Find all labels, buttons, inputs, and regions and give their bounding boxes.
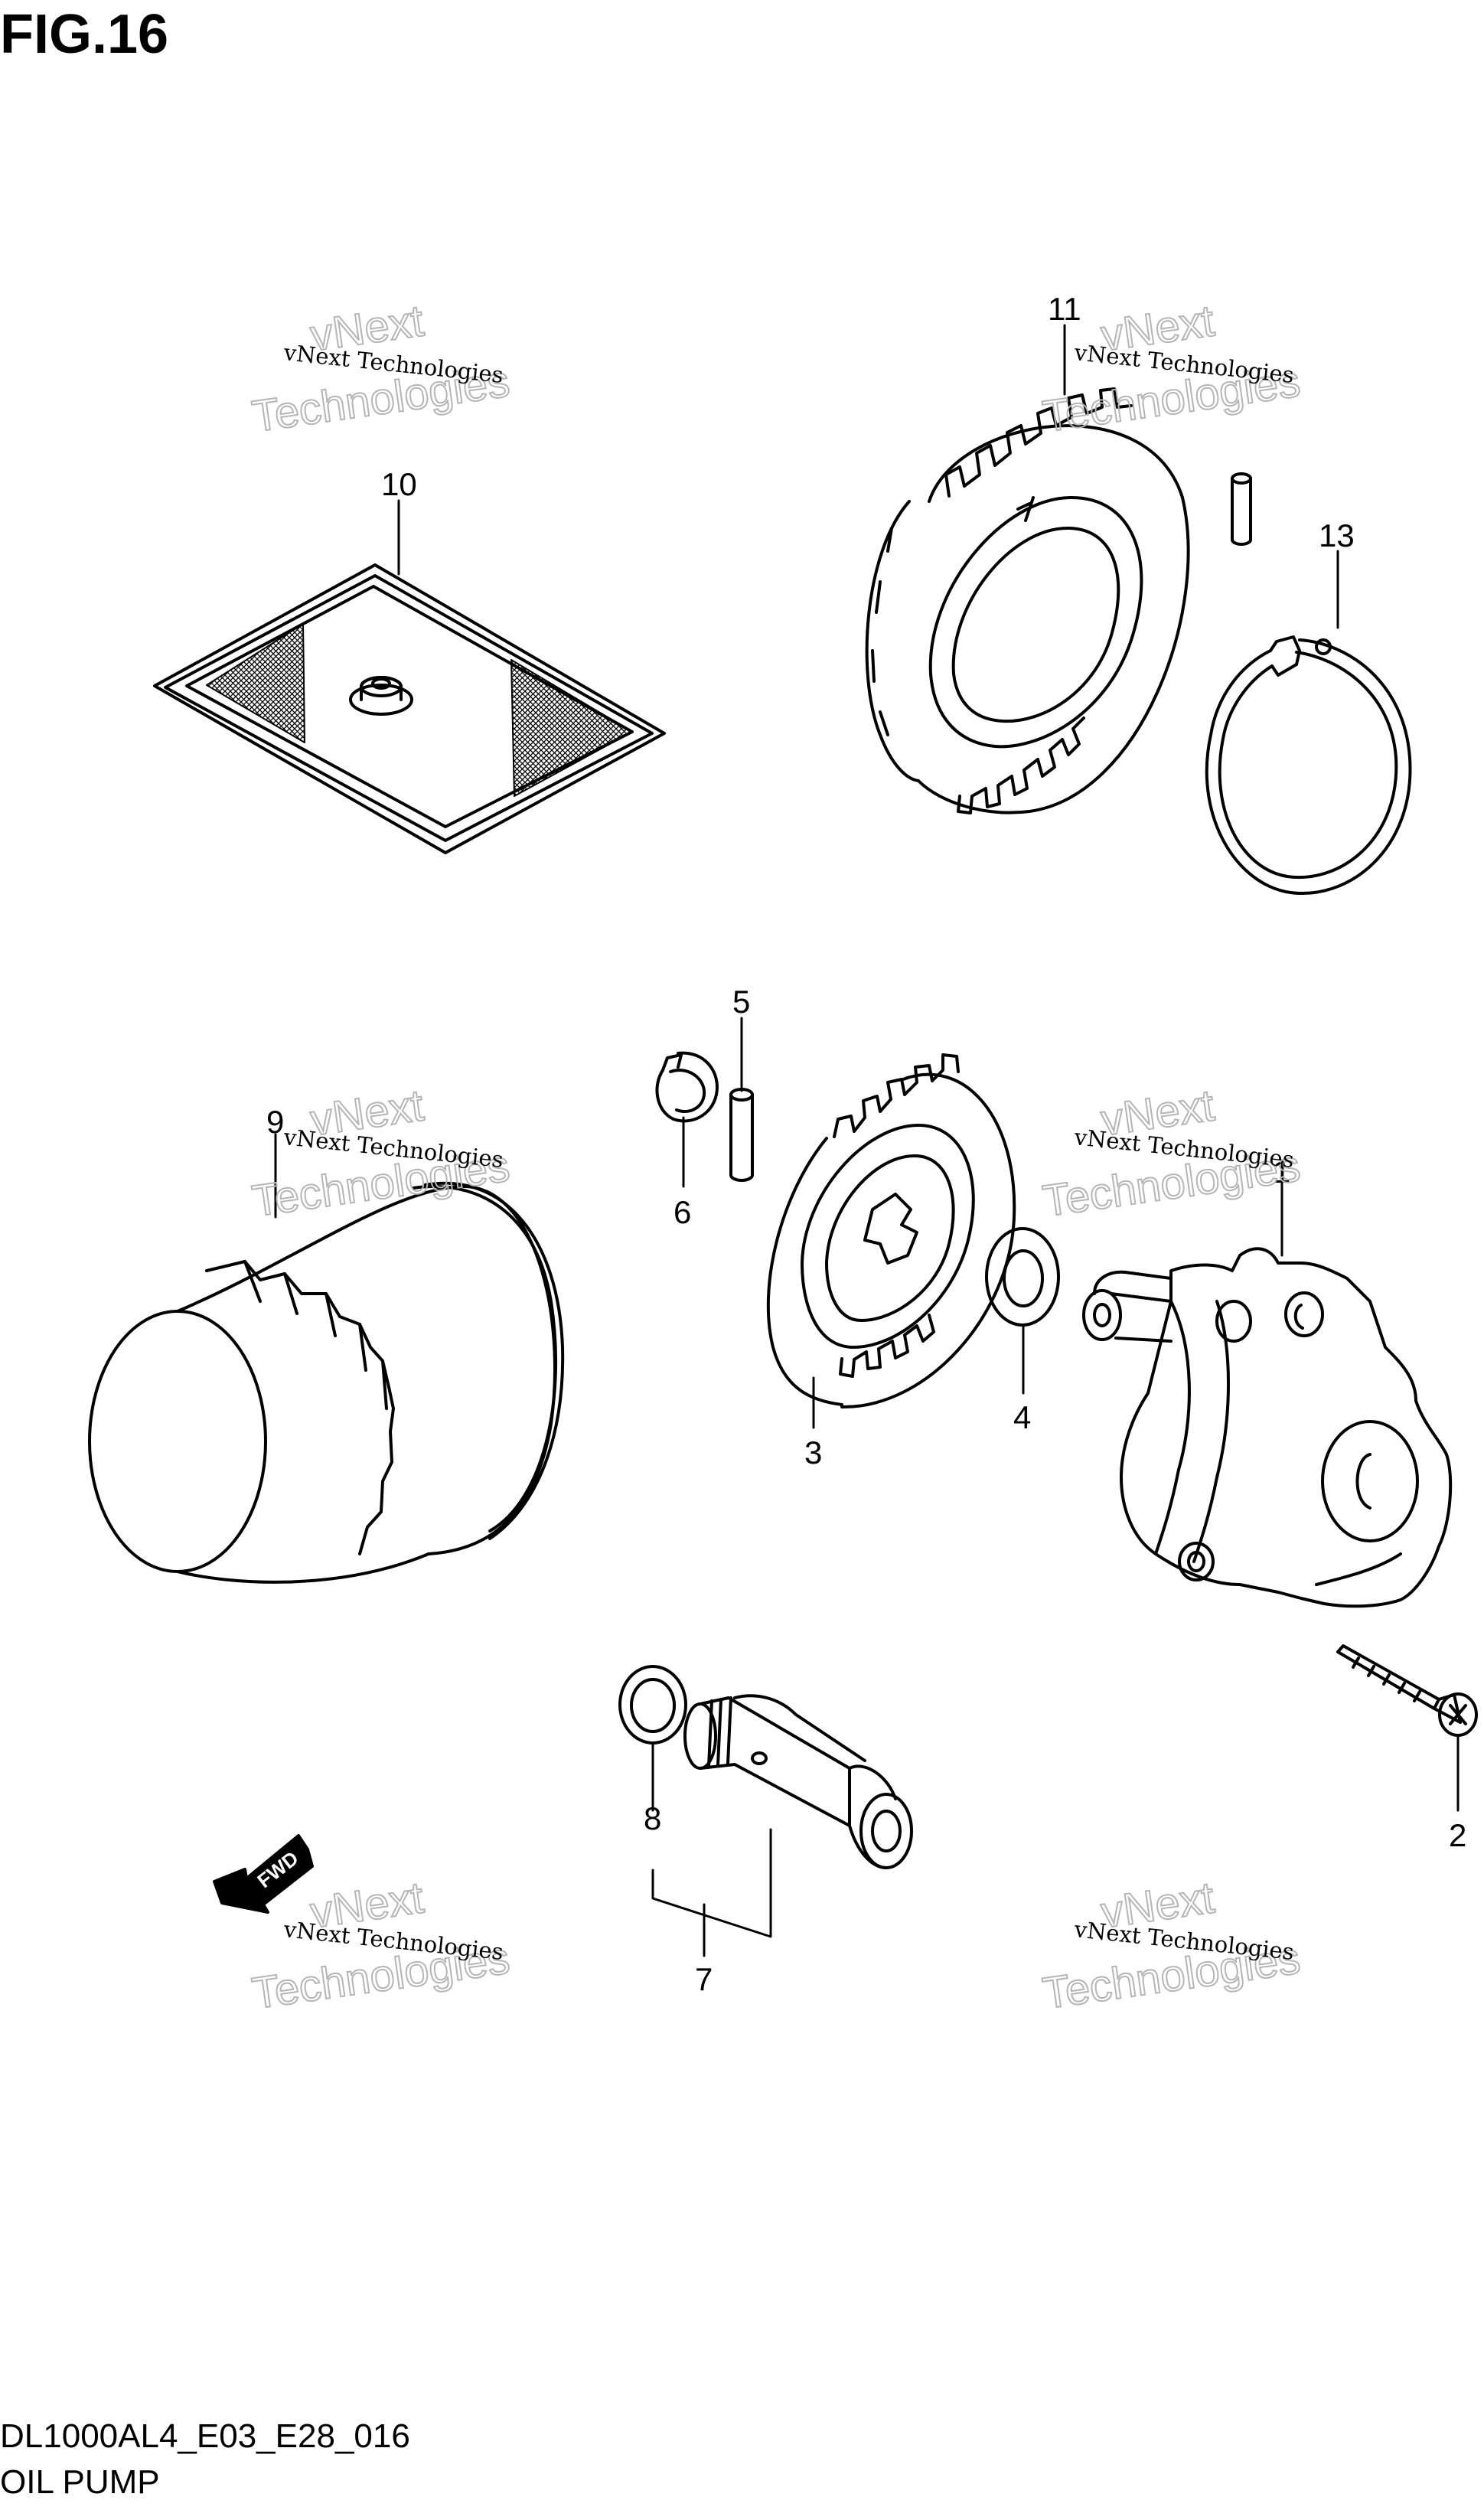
label-13: 13 — [1319, 517, 1355, 553]
forward-direction-arrow-icon — [213, 1834, 314, 1914]
label-10: 10 — [381, 466, 417, 502]
label-3: 3 — [804, 1435, 822, 1470]
o-ring — [618, 1665, 687, 1745]
oil-pressure-regulator — [683, 1694, 913, 1869]
label-4: 4 — [1013, 1399, 1031, 1435]
label-7: 7 — [695, 1961, 713, 1997]
watermark-top-left: vNext Technologies vNext Technologies — [248, 295, 513, 442]
oil-filter — [88, 1181, 565, 1584]
part-number-labels: 10 11 13 5 9 6 1 4 3 2 8 7 — [266, 291, 1466, 1997]
circlip-large — [1205, 635, 1412, 895]
leader-lines — [274, 324, 1460, 1957]
oil-strainer — [153, 563, 666, 854]
circlip-small — [655, 1051, 719, 1123]
label-1: 1 — [1273, 1154, 1290, 1190]
diagram-name: OIL PUMP — [0, 2463, 160, 2501]
label-8: 8 — [644, 1800, 661, 1836]
watermark-mid-right: vNext Technologies vNext Technologies — [1039, 1079, 1303, 1227]
pin — [729, 1088, 754, 1182]
watermark-bottom-right: vNext Technologies vNext Technologies — [1039, 1872, 1303, 2019]
label-5: 5 — [732, 984, 750, 1020]
oil-pump-assembly — [1082, 1247, 1453, 1608]
label-6: 6 — [674, 1194, 691, 1230]
label-2: 2 — [1449, 1817, 1466, 1853]
watermark-mid-left: vNext Technologies vNext Technologies — [248, 1079, 513, 1227]
label-11: 11 — [1048, 291, 1081, 327]
diagram-code: DL1000AL4_E03_E28_016 — [0, 2417, 410, 2455]
label-9: 9 — [266, 1104, 284, 1140]
bolt — [1336, 1644, 1478, 1737]
oil-pump-driven-gear — [766, 1053, 1016, 1409]
washer — [985, 1227, 1060, 1327]
figure-title: FIG.16 — [0, 4, 169, 65]
pin-gear-dowel — [1231, 472, 1252, 546]
oil-pump-drive-gear — [865, 387, 1190, 814]
